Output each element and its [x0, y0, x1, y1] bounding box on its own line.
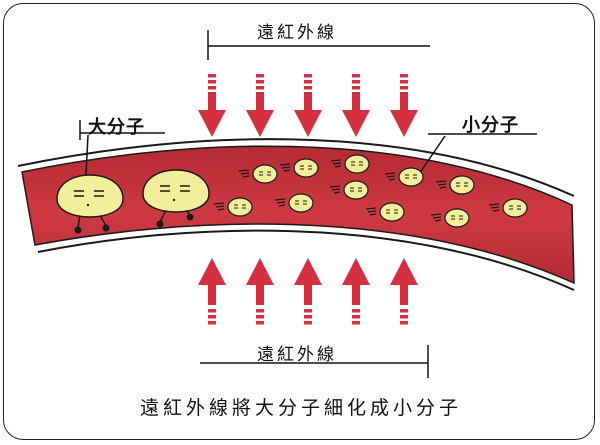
small-molecule-6: [213, 197, 253, 217]
small-molecule-2: [279, 158, 319, 178]
small-molecule-1: [238, 164, 278, 184]
up-arrow-3: [294, 258, 322, 325]
up-arrow-4: [342, 258, 370, 325]
down-arrow-5: [390, 74, 418, 137]
small-molecule-11: [488, 198, 528, 218]
down-arrows: [198, 74, 418, 137]
bottom-label-bracket: [200, 345, 429, 378]
up-arrow-2: [246, 258, 274, 325]
up-arrow-5: [390, 258, 418, 325]
small-molecule-8: [329, 180, 369, 200]
small-molecule-9: [365, 202, 405, 222]
down-arrow-2: [246, 74, 274, 137]
small-molecule-4: [384, 167, 424, 187]
down-arrow-4: [342, 74, 370, 137]
small-molecule-5: [435, 175, 475, 195]
up-arrows: [198, 258, 418, 325]
far-infrared-bottom-label: 遠紅外線: [257, 345, 337, 365]
far-infrared-top-label: 遠紅外線: [257, 23, 337, 43]
small-molecule-10: [430, 208, 470, 228]
large-molecule-pointer: [79, 120, 165, 176]
large-molecules: [56, 169, 210, 234]
top-label-bracket: [207, 30, 430, 60]
small-molecules: [213, 154, 528, 228]
small-molecule-7: [274, 193, 314, 213]
small-molecule-3: [330, 154, 370, 174]
small-molecule-label: 小分子: [462, 115, 519, 136]
large-molecule-1: [56, 174, 124, 234]
large-molecule-label: 大分子: [88, 117, 145, 138]
diagram-caption: 遠紅外線將大分子細化成小分子: [140, 397, 463, 419]
down-arrow-1: [198, 74, 226, 137]
large-molecule-2: [142, 169, 210, 228]
down-arrow-3: [294, 74, 322, 137]
up-arrow-1: [198, 258, 226, 325]
